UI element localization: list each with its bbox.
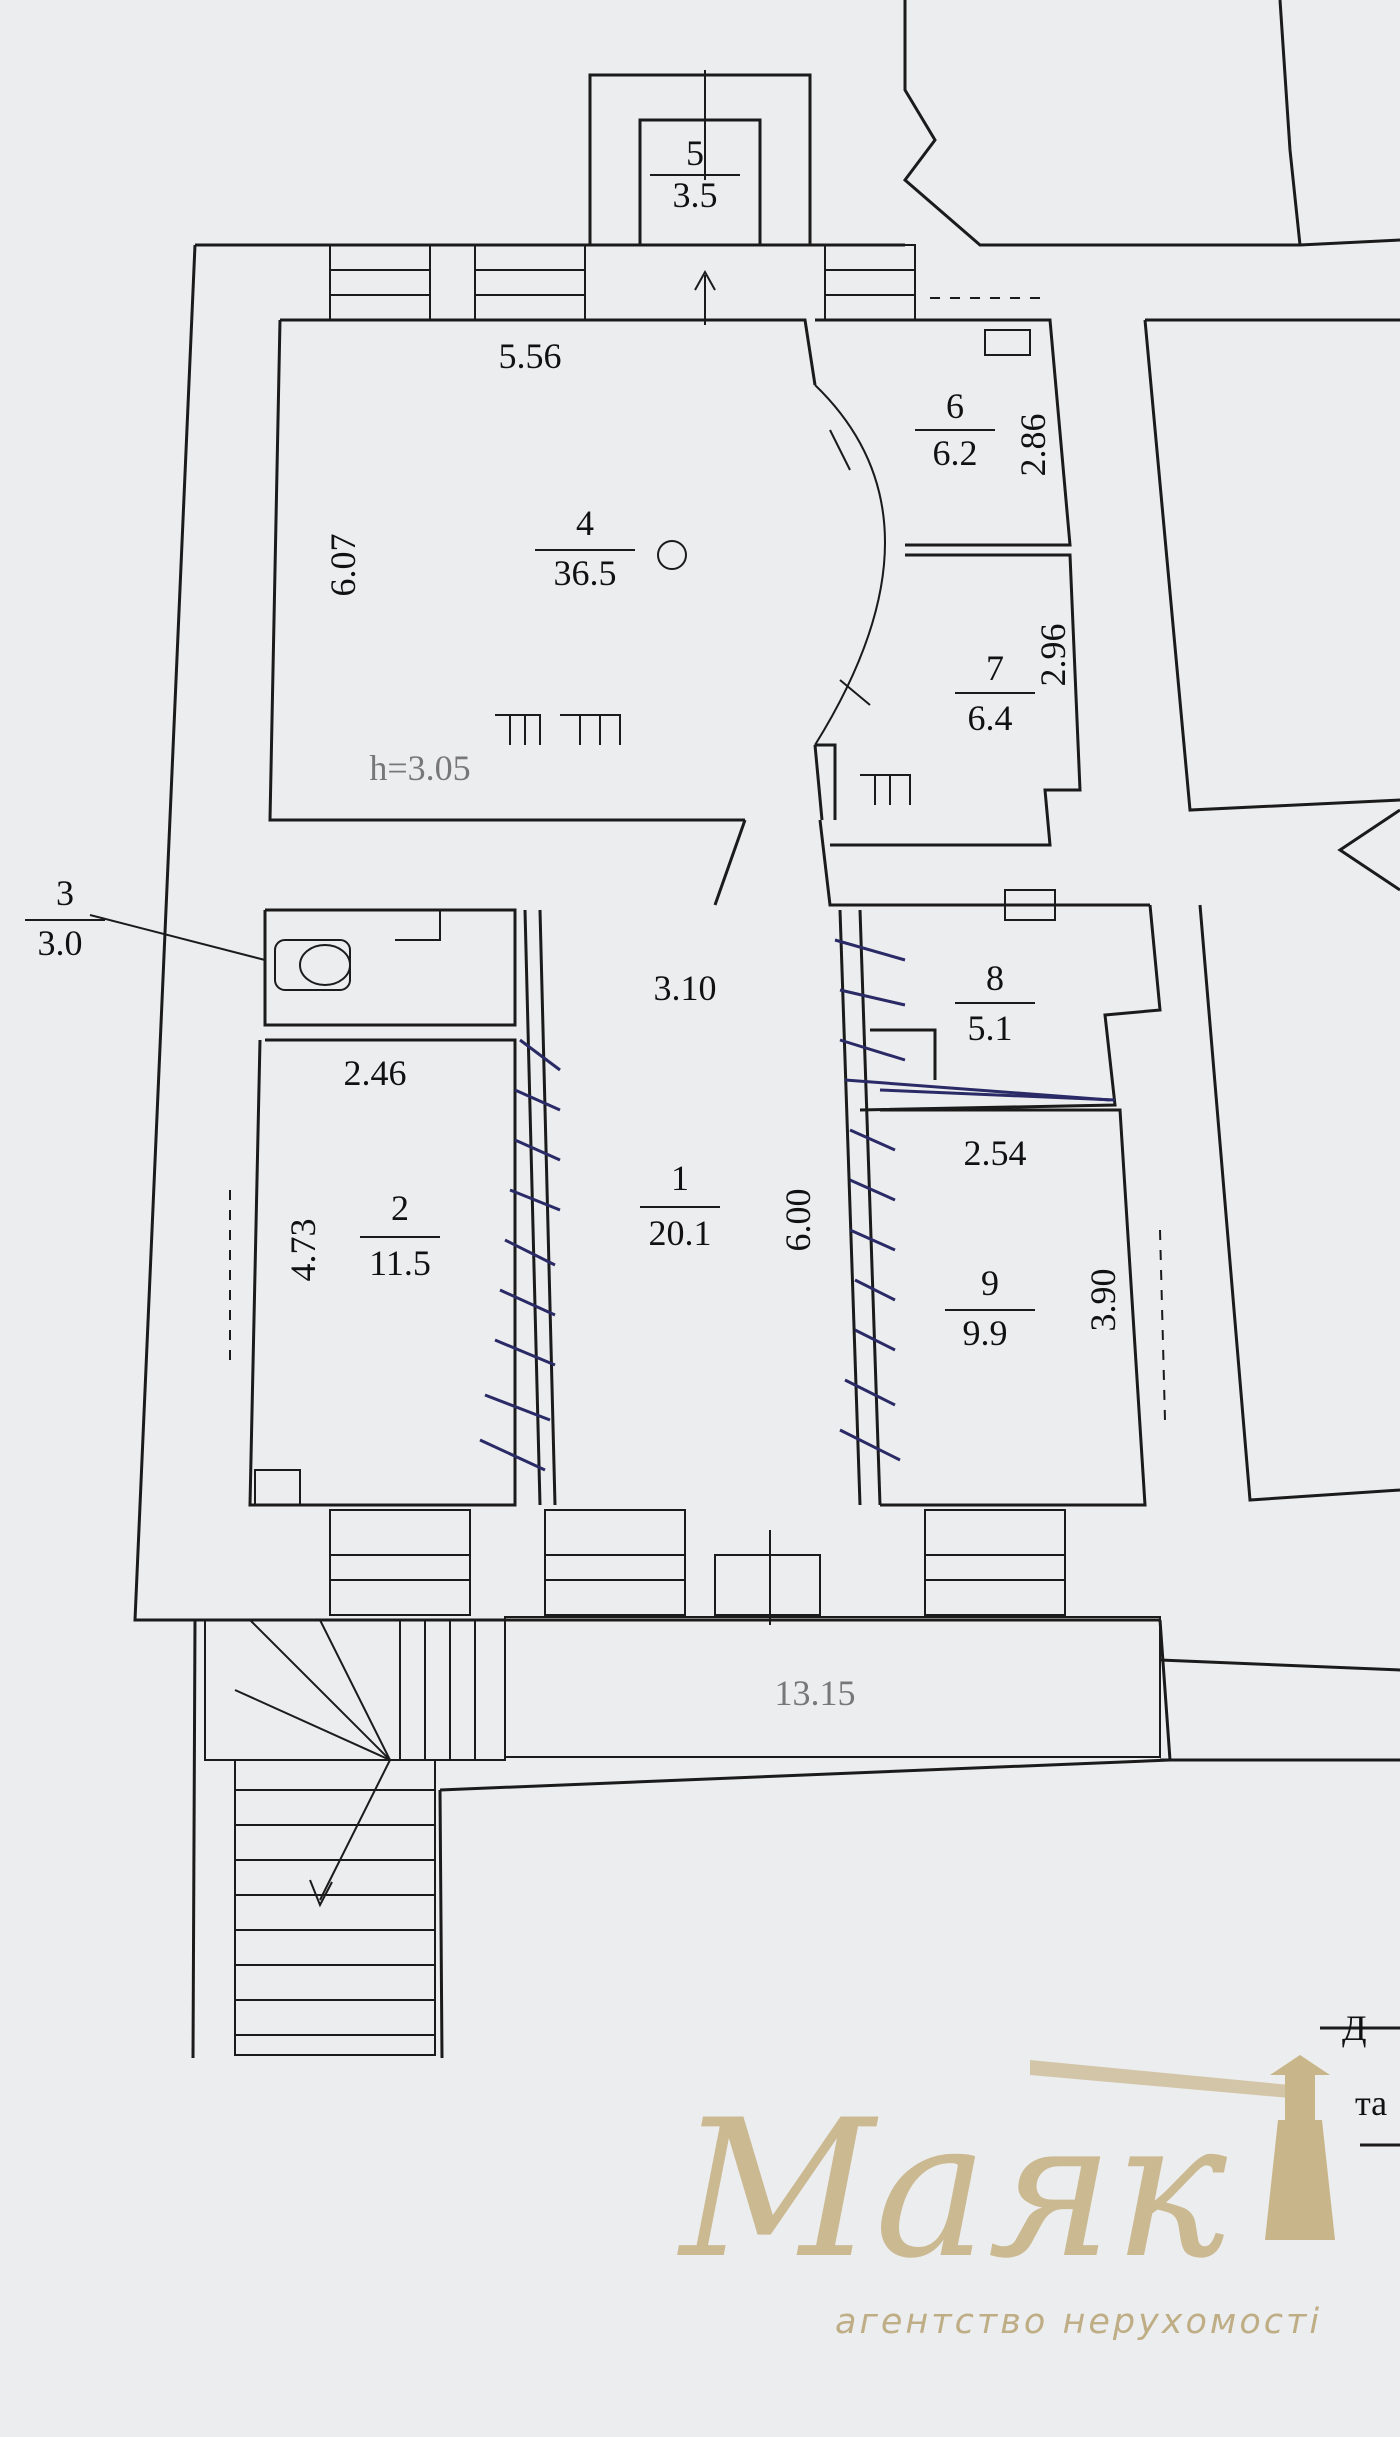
room-2-label: 2 11.5 bbox=[360, 1188, 440, 1283]
room-4-width-dim: 5.56 bbox=[499, 336, 562, 376]
room-9-width-dim: 2.54 bbox=[964, 1133, 1027, 1173]
room-7-area: 6.4 bbox=[968, 698, 1013, 738]
partition-hatching bbox=[479, 938, 1116, 1472]
room-2-area: 11.5 bbox=[369, 1243, 431, 1283]
room-3-label: 3 3.0 bbox=[25, 873, 105, 963]
edge-text: Д та bbox=[1320, 2008, 1400, 2147]
corridor-length-dim: 6.00 bbox=[778, 1189, 818, 1252]
room-3-outline bbox=[89, 908, 517, 1027]
porch-length-dim: 13.15 bbox=[775, 1673, 856, 1713]
room-4-outline bbox=[268, 318, 886, 822]
room-6-label: 6 6.2 bbox=[915, 386, 995, 473]
ceiling-height-dim: h=3.05 bbox=[369, 748, 470, 788]
room-1-number: 1 bbox=[671, 1158, 689, 1198]
agency-logo-name: Маяк bbox=[677, 2079, 1228, 2300]
radiators bbox=[395, 329, 1056, 941]
room-4-area: 36.5 bbox=[554, 553, 617, 593]
stairs bbox=[204, 1619, 506, 2056]
exterior-walls bbox=[133, 243, 1172, 2059]
room-3-number: 3 bbox=[56, 873, 74, 913]
room-9-area: 9.9 bbox=[963, 1313, 1008, 1353]
room-2-width-dim: 2.46 bbox=[344, 1053, 407, 1093]
room-2-depth-dim: 4.73 bbox=[283, 1219, 323, 1282]
lighthouse-icon bbox=[1030, 2055, 1335, 2240]
room-7-label: 7 6.4 bbox=[955, 648, 1035, 738]
agency-logo: Маяк агентство нерухомості bbox=[677, 2055, 1335, 2342]
room-9-depth-dim: 3.90 bbox=[1083, 1269, 1123, 1332]
neighbor-building bbox=[902, 0, 1400, 1762]
edge-text-top: Д bbox=[1342, 2008, 1367, 2048]
corridor-width-dim: 3.10 bbox=[654, 968, 717, 1008]
agency-tagline: агентство нерухомості bbox=[835, 2302, 1322, 2342]
room-6-7-outline bbox=[815, 297, 1082, 847]
room-7-depth-dim: 2.96 bbox=[1033, 624, 1073, 687]
dimension-labels: 5.56 6.07 h=3.05 2.86 2.96 3.10 2.46 4.7… bbox=[283, 336, 1123, 1713]
room-4-label: 4 36.5 bbox=[535, 503, 635, 593]
room-4-number: 4 bbox=[576, 503, 594, 543]
room-3-area: 3.0 bbox=[38, 923, 83, 963]
room-5-outline bbox=[588, 70, 812, 325]
room-1-label: 1 20.1 bbox=[640, 1158, 720, 1253]
room-2-number: 2 bbox=[391, 1188, 409, 1228]
room-5-area: 3.5 bbox=[673, 175, 718, 215]
room-1-area: 20.1 bbox=[649, 1213, 712, 1253]
room-8-label: 8 5.1 bbox=[955, 958, 1035, 1048]
room-2-outline bbox=[229, 1038, 517, 1507]
room-5-label: 5 3.5 bbox=[650, 133, 740, 215]
room-6-depth-dim: 2.86 bbox=[1013, 414, 1053, 477]
room-9-number: 9 bbox=[981, 1263, 999, 1303]
windows bbox=[329, 244, 1066, 1625]
room-4-depth-dim: 6.07 bbox=[323, 534, 363, 597]
room-7-number: 7 bbox=[986, 648, 1004, 688]
room-6-number: 6 bbox=[946, 386, 964, 426]
room-5-number: 5 bbox=[686, 133, 704, 173]
room-8-9-outline bbox=[870, 1028, 1166, 1507]
room-6-area: 6.2 bbox=[933, 433, 978, 473]
corridor-walls bbox=[523, 819, 1162, 1506]
room-8-area: 5.1 bbox=[968, 1008, 1013, 1048]
room-9-label: 9 9.9 bbox=[945, 1263, 1035, 1353]
room-8-number: 8 bbox=[986, 958, 1004, 998]
edge-text-bottom: та bbox=[1355, 2083, 1387, 2123]
